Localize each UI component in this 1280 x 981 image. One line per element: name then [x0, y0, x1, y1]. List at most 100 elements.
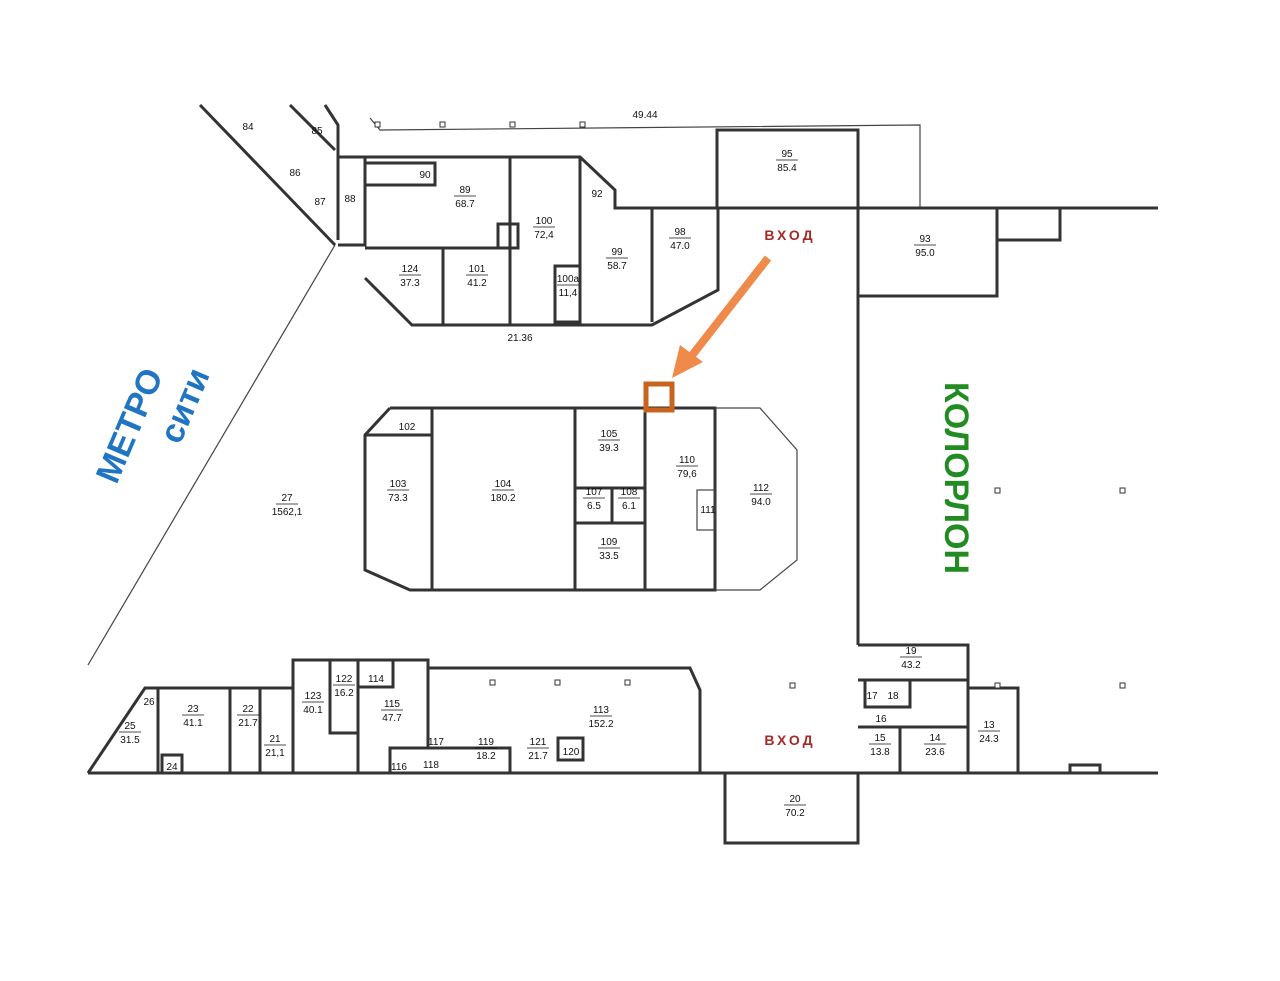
- room-number: 15: [874, 733, 886, 744]
- walls: [86, 103, 1158, 845]
- room-area: 31.5: [120, 735, 140, 746]
- room-area: 85.4: [777, 163, 797, 174]
- arrow-icon: [672, 255, 772, 378]
- room-114: 114: [368, 674, 384, 685]
- room-number: 92: [591, 189, 603, 200]
- room-area: 43.2: [901, 660, 921, 671]
- dimension-label: 21.36: [507, 333, 532, 344]
- room-24: 24: [166, 762, 178, 773]
- room-number: 118: [423, 760, 439, 771]
- room-number: 22: [242, 704, 254, 715]
- room-116: 116: [391, 762, 407, 773]
- room-number: 98: [674, 227, 686, 238]
- room-area: 1562,1: [272, 507, 303, 518]
- room-number: 102: [399, 422, 416, 433]
- room-101: 101 41.2: [466, 264, 488, 289]
- room-26: 26: [143, 697, 155, 708]
- room-number: 100a: [557, 274, 580, 285]
- room-area: 47.0: [670, 241, 690, 252]
- entrance-label-top: ВХОД: [764, 227, 815, 243]
- room-area: 58.7: [607, 261, 627, 272]
- room-area: 68.7: [455, 199, 475, 210]
- room-89: 89 68.7: [454, 185, 476, 210]
- location-marker: [643, 381, 675, 413]
- room-number: 115: [384, 699, 400, 710]
- room-number: 107: [586, 487, 603, 498]
- room-121: 121 21.7: [527, 737, 549, 762]
- room-number: 111: [700, 505, 716, 516]
- room-number: 108: [621, 487, 638, 498]
- room-84: 84: [242, 122, 254, 133]
- room-120: 120: [563, 747, 580, 758]
- room-area: 40.1: [303, 705, 323, 716]
- room-area: 21.7: [238, 718, 258, 729]
- room-number: 101: [469, 264, 486, 275]
- room-number: 112: [753, 483, 769, 494]
- room-number: 109: [601, 537, 618, 548]
- room-100a: 100a 11,4: [557, 274, 580, 299]
- room-area: 6.1: [622, 501, 636, 512]
- room-area: 39.3: [599, 443, 619, 454]
- room-area: 95.0: [915, 248, 935, 259]
- room-area: 70.2: [785, 808, 805, 819]
- room-area: 11,4: [559, 288, 578, 299]
- room-area: 41.2: [467, 278, 487, 289]
- room-number: 21: [269, 734, 281, 745]
- room-number: 23: [187, 704, 199, 715]
- room-number: 95: [781, 149, 793, 160]
- room-area: 21.7: [528, 751, 548, 762]
- room-area: 94.0: [751, 497, 771, 508]
- room-102: 102: [399, 422, 416, 433]
- room-number: 26: [143, 697, 155, 708]
- room-110: 110 79,6: [676, 455, 698, 480]
- room-number: 19: [905, 646, 917, 657]
- dimension-label: 49.44: [632, 110, 657, 121]
- room-93: 93 95.0: [914, 234, 936, 259]
- room-number: 119: [478, 737, 494, 748]
- entrance-label-bottom: ВХОД: [764, 732, 815, 748]
- room-number: 110: [679, 455, 695, 466]
- room-number: 121: [530, 737, 547, 748]
- room-area: 152.2: [588, 719, 613, 730]
- room-area: 37.3: [400, 278, 420, 289]
- room-area: 73.3: [388, 493, 408, 504]
- room-112: 112 94.0: [750, 483, 772, 508]
- room-number: 103: [390, 479, 407, 490]
- room-number: 93: [919, 234, 931, 245]
- room-number: 123: [305, 691, 322, 702]
- room-118: 118: [423, 760, 439, 771]
- room-area: 33.5: [599, 551, 619, 562]
- room-27: 27 1562,1: [272, 493, 303, 518]
- kolorlon-label: КОЛОРЛОН: [937, 382, 975, 574]
- room-109: 109 33.5: [598, 537, 620, 562]
- room-area: 79,6: [677, 469, 697, 480]
- room-number: 88: [344, 194, 356, 205]
- room-number: 84: [242, 122, 254, 133]
- room-number: 120: [563, 747, 580, 758]
- room-111: 111: [700, 505, 716, 516]
- room-number: 122: [336, 674, 353, 685]
- room-number: 14: [929, 733, 941, 744]
- room-area: 47.7: [382, 713, 402, 724]
- room-85: 85: [311, 126, 323, 137]
- room-92: 92: [591, 189, 603, 200]
- room-number: 27: [281, 493, 293, 504]
- room-number: 89: [459, 185, 471, 196]
- room-number: 99: [611, 247, 623, 258]
- room-number: 116: [391, 762, 407, 773]
- room-95: 95 85.4: [776, 149, 798, 174]
- room-16: 16: [875, 714, 887, 725]
- room-number: 114: [368, 674, 384, 685]
